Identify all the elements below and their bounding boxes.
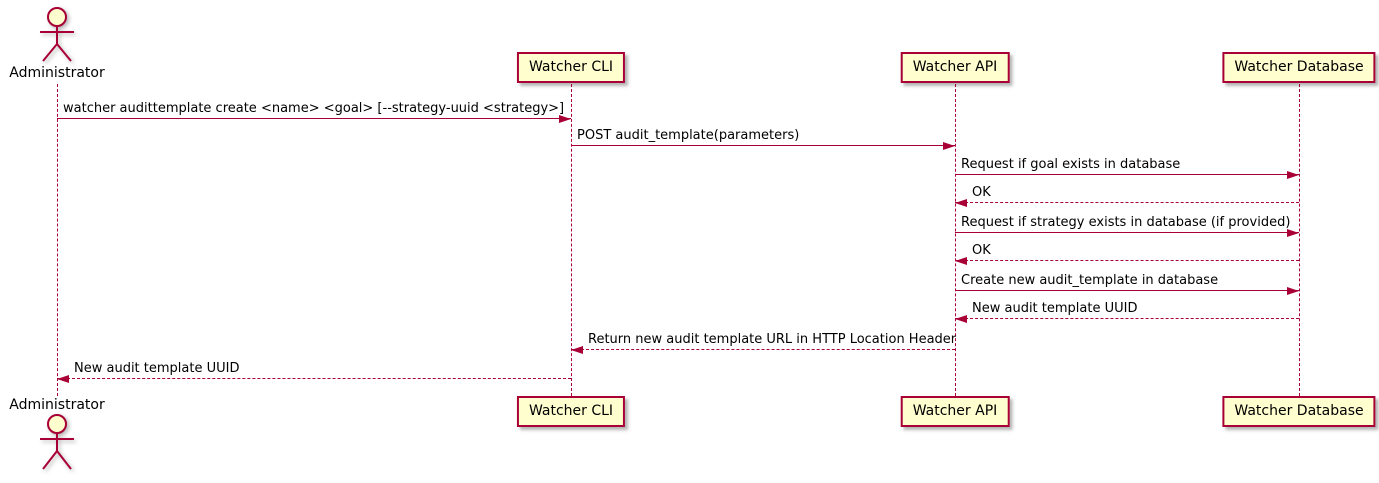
participant-watcher-database-top: Watcher Database (1222, 52, 1376, 83)
lifeline-watcher-cli (571, 84, 572, 396)
message-8-label: New audit template UUID (972, 301, 1138, 316)
message-1-label: watcher audittemplate create <name> <goa… (63, 101, 565, 116)
message-5-line (955, 232, 1299, 233)
participant-watcher-database-bottom: Watcher Database (1222, 396, 1376, 427)
arrow-left-icon (955, 257, 967, 265)
message-10-line (57, 378, 571, 379)
message-2-label: POST audit_template(parameters) (577, 128, 800, 143)
actor-label-administrator-bottom: Administrator (9, 397, 105, 413)
lifeline-watcher-database (1299, 84, 1300, 396)
message-6-label: OK (972, 243, 991, 258)
arrow-right-icon (559, 115, 571, 123)
participant-watcher-api-top: Watcher API (900, 52, 1010, 83)
message-1-line (57, 118, 571, 119)
actor-label-administrator-top: Administrator (9, 65, 105, 81)
arrow-right-icon (943, 142, 955, 150)
arrow-left-icon (955, 199, 967, 207)
message-7-line (955, 290, 1299, 291)
message-2: POST audit_template(parameters) (571, 127, 955, 150)
message-1: watcher audittemplate create <name> <goa… (57, 100, 571, 123)
participant-watcher-cli-bottom: Watcher CLI (516, 396, 626, 427)
arrow-left-icon (571, 346, 583, 354)
message-4-label: OK (972, 185, 991, 200)
message-10: New audit template UUID (57, 360, 571, 383)
message-9: Return new audit template URL in HTTP Lo… (571, 331, 957, 354)
participant-watcher-api-bottom: Watcher API (900, 396, 1010, 427)
message-4-line (955, 202, 1299, 203)
arrow-right-icon (1287, 229, 1299, 237)
lifeline-watcher-api (955, 84, 956, 396)
actor-icon (40, 7, 74, 62)
message-7: Create new audit_template in database (955, 272, 1299, 295)
message-5: Request if strategy exists in database (… (955, 214, 1299, 237)
arrow-left-icon (955, 315, 967, 323)
message-8: New audit template UUID (955, 300, 1299, 323)
arrow-right-icon (1287, 287, 1299, 295)
message-9-label: Return new audit template URL in HTTP Lo… (588, 332, 957, 347)
message-7-label: Create new audit_template in database (961, 273, 1219, 288)
message-6-line (955, 260, 1299, 261)
message-8-line (955, 318, 1299, 319)
actor-icon (40, 414, 74, 470)
message-9-line (571, 349, 955, 350)
message-3-line (955, 174, 1299, 175)
message-3: Request if goal exists in database (955, 156, 1299, 179)
participant-watcher-cli-top: Watcher CLI (516, 52, 626, 83)
message-6: OK (955, 242, 1299, 265)
message-10-label: New audit template UUID (74, 361, 240, 376)
arrow-right-icon (1287, 171, 1299, 179)
message-2-line (571, 145, 955, 146)
message-3-label: Request if goal exists in database (961, 157, 1181, 172)
arrow-left-icon (57, 375, 69, 383)
message-5-label: Request if strategy exists in database (… (961, 215, 1291, 230)
message-4: OK (955, 184, 1299, 207)
lifeline-administrator (57, 84, 58, 396)
